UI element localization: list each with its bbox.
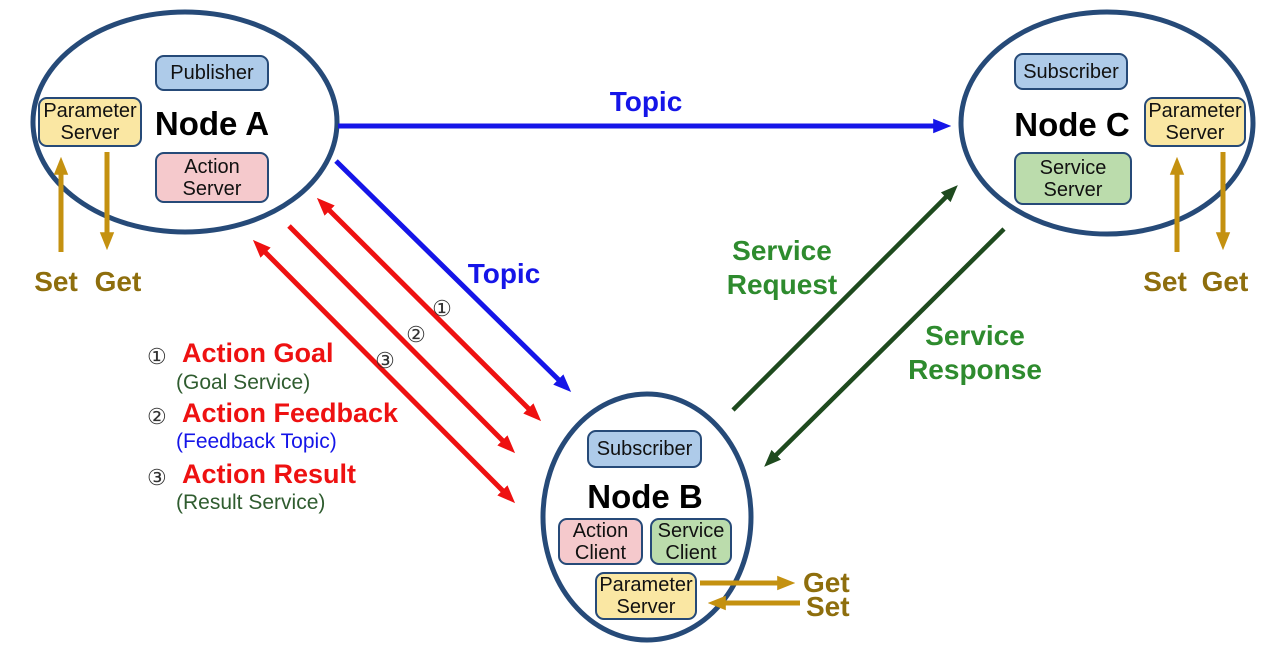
- action-feedback-arrow-number: ②: [406, 322, 426, 347]
- service-response-arrow: [764, 227, 1006, 467]
- parameter-server-label-line1: Parameter: [43, 100, 137, 122]
- service-request-line2: Request: [726, 269, 838, 300]
- action-result-arrow-number: ③: [375, 348, 395, 373]
- legend-item-3-number: ③: [147, 465, 167, 490]
- node-c-set-label: Set: [1143, 266, 1187, 297]
- parameter-server-label-line2: Server: [616, 596, 676, 618]
- node-a-publisher-box: Publisher: [155, 55, 269, 91]
- action-client-label-line2: Client: [574, 541, 627, 564]
- node-b-action-client-box: Action Client: [558, 518, 643, 565]
- service-request-line1: Service: [732, 235, 832, 266]
- node-a-set-label: Set: [34, 266, 78, 297]
- parameter-server-label-line1: Parameter: [599, 574, 693, 596]
- node-c-parameter-server-box: Parameter Server: [1144, 97, 1246, 147]
- node-b-set-label: Set: [806, 591, 850, 622]
- service-server-label-line1: Service: [1039, 156, 1107, 179]
- service-client-label-line2: Client: [665, 541, 717, 564]
- node-b-title: Node B: [587, 478, 703, 515]
- service-server-label-line2: Server: [1043, 178, 1103, 201]
- legend-item-2-note: (Feedback Topic): [176, 430, 337, 453]
- action-result-arrow: [252, 239, 516, 504]
- action-server-label-line2: Server: [182, 177, 242, 200]
- node-b-service-client-box: Service Client: [650, 518, 732, 565]
- legend-item-1-number: ①: [147, 344, 167, 369]
- legend-item-3-title: Action Result: [182, 459, 357, 489]
- subscriber-label: Subscriber: [1023, 60, 1119, 83]
- legend-item-1-note: (Goal Service): [176, 371, 311, 394]
- service-request-arrow: [731, 185, 958, 412]
- topic-label-a-to-b: Topic: [467, 258, 541, 289]
- parameter-server-label-line2: Server: [1165, 122, 1225, 144]
- node-c-title: Node C: [1014, 106, 1130, 143]
- topic-label-a-to-c: Topic: [609, 86, 683, 117]
- node-b-parameter-server-box: Parameter Server: [595, 572, 697, 620]
- service-request-label: Service Request: [707, 234, 857, 302]
- node-b-subscriber-box: Subscriber: [587, 430, 702, 468]
- legend-item-3-note: (Result Service): [176, 491, 326, 514]
- action-client-label-line1: Action: [572, 519, 629, 542]
- legend-item-2-number: ②: [147, 404, 167, 429]
- parameter-server-label-line1: Parameter: [1148, 100, 1242, 122]
- node-c-service-server-box: Service Server: [1014, 152, 1132, 205]
- service-response-line2: Response: [908, 354, 1042, 385]
- service-response-line1: Service: [925, 320, 1025, 351]
- node-a-get-label: Get: [94, 266, 142, 297]
- legend-item-2-title: Action Feedback: [182, 398, 399, 428]
- parameter-server-label-line2: Server: [60, 122, 120, 144]
- service-response-label: Service Response: [900, 319, 1050, 387]
- action-goal-arrow-number: ①: [432, 296, 452, 321]
- node-a-title: Node A: [154, 105, 270, 142]
- action-server-label-line1: Action: [184, 155, 240, 178]
- subscriber-label: Subscriber: [596, 438, 693, 460]
- node-a-parameter-server-box: Parameter Server: [38, 97, 142, 147]
- node-a-action-server-box: Action Server: [155, 152, 269, 203]
- legend-item-1-title: Action Goal: [182, 338, 334, 368]
- node-c-get-label: Get: [1201, 266, 1249, 297]
- publisher-label: Publisher: [170, 62, 254, 84]
- service-client-label-line1: Service: [657, 519, 725, 542]
- node-c-subscriber-box: Subscriber: [1014, 53, 1128, 90]
- node-b-get-label: Get: [803, 567, 850, 598]
